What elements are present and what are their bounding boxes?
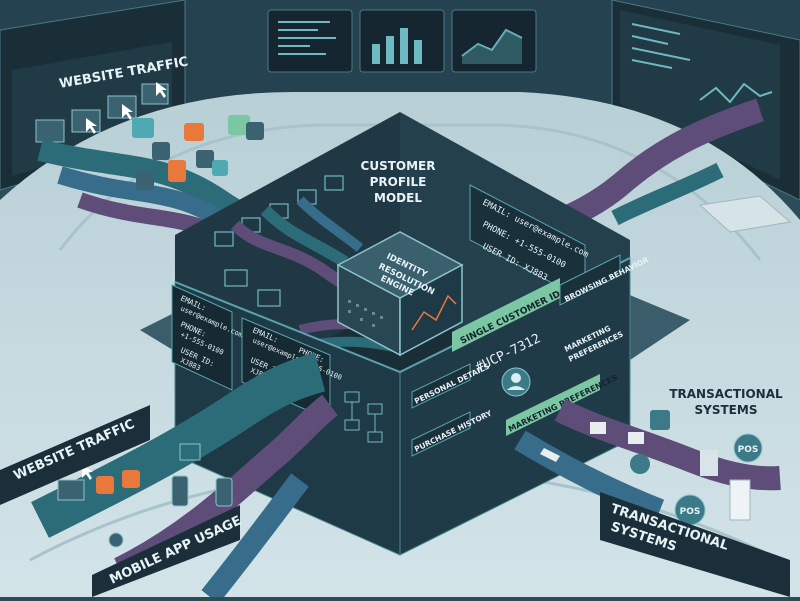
touch-icon	[108, 532, 124, 548]
tablet-icon	[215, 477, 233, 507]
model-title-line-3: MODEL	[374, 191, 422, 205]
resize-icon	[179, 443, 201, 461]
mail-icon	[184, 123, 204, 141]
mobile-app-plate	[92, 505, 240, 597]
phone-icon	[168, 160, 186, 182]
transactional-right-line-1: TRANSACTIONAL	[669, 387, 783, 401]
website-traffic-plate	[0, 405, 150, 505]
cloud-icon	[228, 115, 250, 135]
model-title-line-1: CUSTOMER	[361, 159, 436, 173]
flowchart-decoration	[344, 391, 383, 443]
chat-icon	[196, 150, 214, 168]
chart-icon	[96, 476, 114, 494]
pos-badge-1: POS	[733, 433, 763, 463]
transactional-right-line-2: SYSTEMS	[695, 403, 758, 417]
receipt-roll-icon	[729, 479, 751, 521]
pos-label-2: POS	[680, 507, 701, 517]
receipt-icon	[700, 450, 718, 476]
floating-app-icons	[132, 115, 264, 190]
money-bag-icon	[630, 454, 650, 474]
browser-window-icon	[57, 479, 85, 501]
mail-icon	[590, 422, 606, 434]
transactional-plate	[600, 492, 790, 597]
top-monitors	[267, 9, 537, 73]
single-id-banner	[452, 278, 560, 352]
tag-icon	[212, 160, 228, 176]
shopping-cart-icon	[650, 410, 670, 430]
mail-icon	[628, 432, 644, 444]
cursor-icon	[86, 118, 97, 134]
monitor-icon	[132, 118, 154, 138]
pos-label-1: POS	[738, 445, 759, 455]
chart-icon	[136, 172, 154, 190]
bottom-right-icons	[540, 410, 751, 521]
left-contact-card: EMAIL: user@example.com PHONE: +1-555-01…	[171, 284, 244, 391]
identity-resolution-engine: IDENTITY RESOLUTION ENGINE	[336, 231, 464, 357]
tag-icon	[540, 448, 560, 462]
model-title-line-2: PROFILE	[370, 175, 427, 189]
cursor-icon	[122, 104, 133, 120]
image-icon	[122, 470, 140, 488]
keyboard	[698, 195, 792, 233]
settings-icon	[152, 142, 170, 160]
bottom-left-icons	[57, 420, 233, 548]
gear-icon	[246, 122, 264, 140]
cursor-icon	[156, 82, 167, 98]
right-monitor	[611, 0, 800, 201]
browser-window-icon	[35, 119, 65, 143]
phone-icon	[171, 475, 189, 507]
monitor-code	[267, 9, 353, 73]
